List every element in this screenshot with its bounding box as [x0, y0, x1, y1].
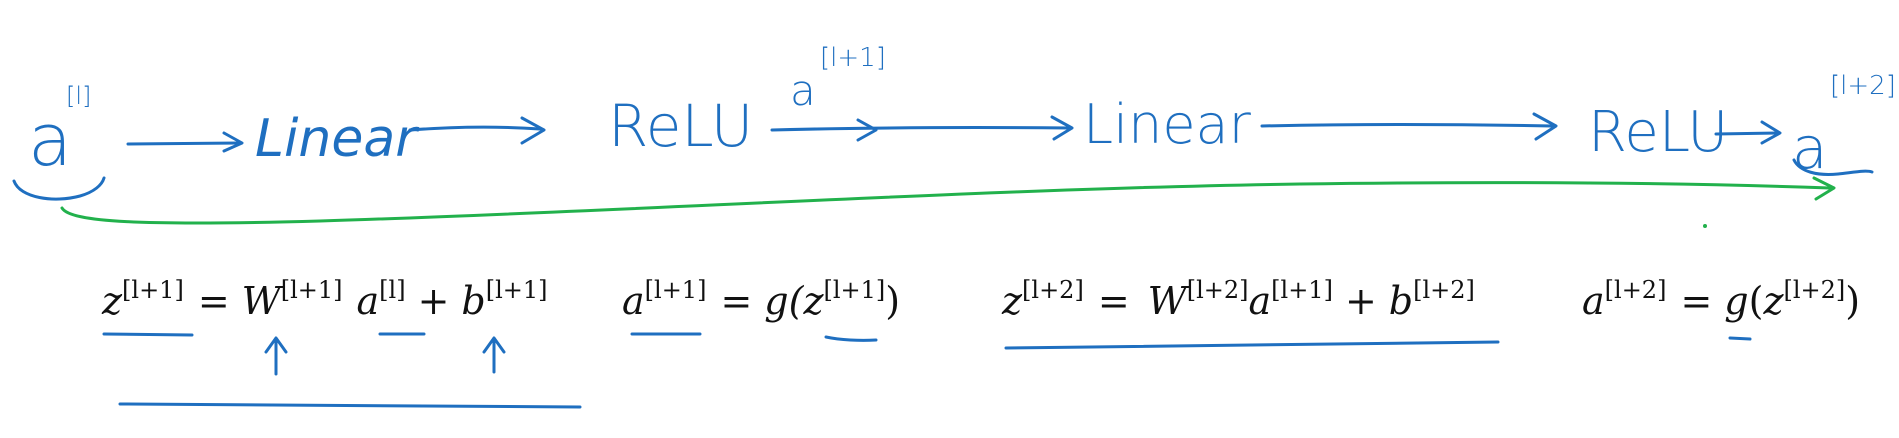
equation-annotations — [102, 332, 1752, 409]
eq1-lhs-sup: [l+1] — [122, 276, 184, 304]
arrow-linear1-to-relu1 — [408, 116, 546, 145]
eq1-b: b — [461, 279, 485, 323]
flow-start-symbol: a — [28, 98, 72, 182]
eq3-plus: + — [1345, 279, 1377, 323]
flow-linear-2: Linear — [1083, 93, 1252, 156]
skip-connection-arrowhead — [1812, 176, 1836, 201]
underline-eq4-g — [1728, 336, 1752, 341]
brace-under-start — [12, 176, 106, 201]
arrow-relu2-to-end — [1714, 120, 1782, 145]
flow-mid-symbol: a — [790, 66, 816, 115]
eq2-text: a[l+1]=g(z[l+1]) — [622, 276, 900, 323]
arrow-linear2-to-relu2 — [1260, 112, 1558, 141]
eq4-paren: ( — [1749, 279, 1764, 323]
eq1-a-sup: [l] — [379, 276, 405, 304]
eq3-equals: = — [1098, 279, 1130, 323]
equation-1: z[l+1]=W[l+1]a[l]+b[l+1] — [101, 276, 548, 323]
equation-3: z[l+2]=W[l+2]a[l+1]+b[l+2] — [1001, 276, 1475, 323]
eq2-z-sup: [l+1] — [823, 276, 885, 304]
underline-eq1-lhs — [102, 332, 194, 337]
flow-row: a [l] Linear ReLU a [l+1] Linear ReLU a … — [28, 43, 1896, 182]
eq4-equals: = — [1680, 279, 1712, 323]
eq4-close: ) — [1845, 279, 1860, 323]
eq2-close: ) — [885, 279, 900, 323]
underline-eq3 — [1004, 340, 1500, 350]
eq3-w-sup: [l+2] — [1187, 276, 1249, 304]
eq4-lhs: a — [1582, 279, 1605, 323]
up-arrow-b — [482, 336, 506, 374]
flow-linear-1: Linear — [255, 109, 420, 169]
ink-dot — [1703, 224, 1707, 228]
skip-connection-curve — [60, 181, 1832, 225]
flow-end-superscript: [l+2] — [1830, 71, 1896, 101]
eq3-b: b — [1389, 279, 1413, 323]
eq1-b-sup: [l+1] — [486, 276, 548, 304]
eq2-z: z — [802, 279, 824, 323]
eq1-text: z[l+1]=W[l+1]a[l]+b[l+1] — [101, 276, 548, 323]
eq1-w: W — [242, 279, 284, 323]
arrow-relu1-to-linear2 — [770, 115, 1074, 142]
arrow-start-to-linear1 — [126, 131, 244, 153]
flow-relu-1: ReLU — [608, 92, 753, 160]
eq4-lhs-sup: [l+2] — [1605, 276, 1667, 304]
eq1-equals: = — [198, 279, 230, 323]
equation-2: a[l+1]=g(z[l+1]) — [622, 276, 900, 323]
eq3-lhs: z — [1001, 279, 1023, 323]
eq1-plus: + — [418, 279, 450, 323]
eq2-g: g( — [764, 279, 804, 323]
eq3-a: a — [1249, 279, 1272, 323]
underline-eq2-z — [824, 335, 878, 342]
eq4-text: a[l+2]=g(z[l+2]) — [1582, 276, 1860, 323]
flow-start-superscript: [l] — [66, 82, 91, 110]
eq3-w: W — [1148, 279, 1190, 323]
up-arrow-w — [264, 336, 288, 376]
eq3-lhs-sup: [l+2] — [1022, 276, 1084, 304]
eq4-g: g — [1724, 279, 1748, 323]
eq4-z-sup: [l+2] — [1783, 276, 1845, 304]
brace-under-end — [1792, 158, 1874, 176]
flow-relu-2: ReLU — [1588, 100, 1728, 165]
eq3-b-sup: [l+2] — [1413, 276, 1475, 304]
brace-marks — [12, 158, 1874, 201]
eq3-text: z[l+2]=W[l+2]a[l+1]+b[l+2] — [1001, 276, 1475, 323]
skip-connection — [60, 176, 1836, 225]
eq2-lhs-sup: [l+1] — [645, 276, 707, 304]
eq1-a: a — [357, 279, 380, 323]
eq1-lhs: z — [101, 279, 123, 323]
equation-4: a[l+2]=g(z[l+2]) — [1582, 276, 1860, 323]
eq1-w-sup: [l+1] — [281, 276, 343, 304]
eq2-lhs: a — [622, 279, 645, 323]
flow-mid-superscript: [l+1] — [820, 43, 886, 73]
underline-block-1 — [118, 402, 582, 409]
flow-arrows — [126, 112, 1782, 153]
eq2-equals: = — [720, 279, 752, 323]
eq4-z: z — [1762, 279, 1784, 323]
eq3-a-sup: [l+1] — [1271, 276, 1333, 304]
